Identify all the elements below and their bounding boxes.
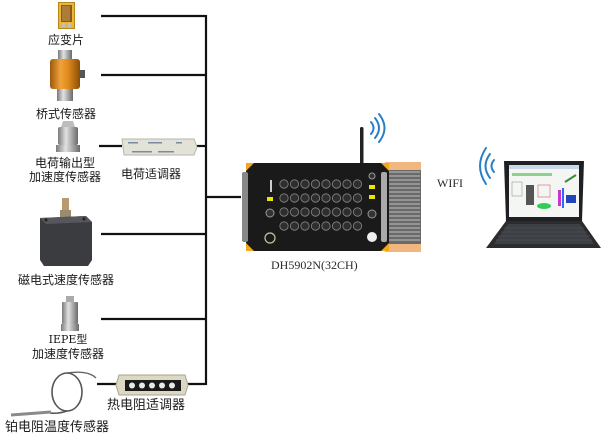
- magnetoelectric-velocity-sensor-label: 磁电式速度传感器: [18, 273, 115, 287]
- channel-connector: [300, 207, 310, 217]
- channel-connector: [331, 207, 342, 217]
- channel-connector: [289, 207, 300, 217]
- channel-connector: [331, 179, 342, 189]
- channel-connector: [279, 193, 289, 203]
- platinum-rtd-sensor-label: 铂电阻温度传感器: [5, 420, 110, 435]
- rtd-conditioner-icon: [115, 374, 189, 396]
- channel-connector: [352, 193, 363, 203]
- channel-connector: [342, 221, 352, 231]
- channel-connector: [300, 179, 310, 189]
- channel-connector: [321, 179, 331, 189]
- channel-connector: [352, 179, 363, 189]
- channel-connector: [321, 207, 331, 217]
- charge-accelerometer-icon: [56, 121, 80, 152]
- rtd-conditioner-label: 热电阻适调器: [107, 398, 186, 413]
- channel-connector: [331, 221, 342, 231]
- laptop-wifi-icon: [479, 147, 495, 185]
- wifi-label: WIFI: [437, 176, 463, 190]
- charge-conditioner-icon: [121, 138, 198, 156]
- iepe-accelerometer-icon: [61, 296, 79, 331]
- charge-accelerometer-label-line1: 电荷输出型: [34, 156, 95, 170]
- channel-connector: [352, 221, 363, 231]
- channel-connector: [310, 221, 321, 231]
- bridge-sensor-icon: [50, 50, 85, 101]
- channel-connector: [342, 207, 352, 217]
- channel-connector: [279, 179, 289, 189]
- strain-gauge-icon: [58, 2, 75, 29]
- channel-connector: [342, 179, 352, 189]
- channel-connector: [279, 207, 289, 217]
- channel-connector: [352, 207, 363, 217]
- device-label: DH5902N(32CH): [271, 258, 358, 272]
- iepe-accelerometer-label-line1: IEPE型: [48, 333, 88, 346]
- antenna: [360, 127, 364, 171]
- strain-gauge-label: 应变片: [47, 33, 84, 47]
- channel-connector: [310, 179, 321, 189]
- channel-connector: [300, 221, 310, 231]
- bridge-sensor-label: 桥式传感器: [35, 107, 96, 121]
- laptop-icon: [479, 147, 601, 248]
- channel-connector: [300, 193, 310, 203]
- dh5902n-device-icon: [242, 113, 421, 252]
- device-wifi-icon: [370, 113, 386, 143]
- channel-connector: [279, 221, 289, 231]
- channel-connector: [321, 221, 331, 231]
- iepe-accelerometer-label-line2: 加速度传感器: [31, 347, 104, 361]
- channel-connector: [331, 193, 342, 203]
- channel-connector: [310, 193, 321, 203]
- channel-connector: [321, 193, 331, 203]
- channel-connector: [289, 179, 300, 189]
- charge-conditioner-label: 电荷适调器: [121, 167, 182, 181]
- charge-accelerometer-label-line2: 加速度传感器: [28, 170, 101, 184]
- magnetoelectric-velocity-sensor-icon: [40, 198, 92, 266]
- channel-connector: [289, 193, 300, 203]
- channel-connector: [342, 193, 352, 203]
- channel-connector: [289, 221, 300, 231]
- platinum-rtd-sensor-icon: [10, 371, 97, 417]
- channel-connector: [310, 207, 321, 217]
